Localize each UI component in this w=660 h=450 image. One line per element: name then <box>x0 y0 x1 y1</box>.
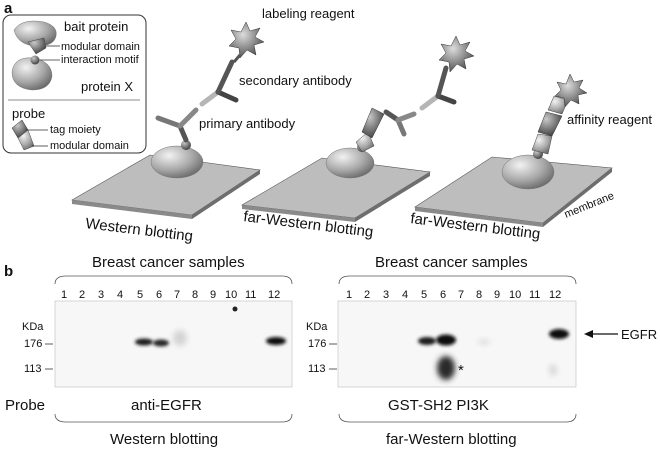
lane-label: 8 <box>192 289 198 301</box>
probe-domain-icon-2 <box>355 131 375 153</box>
legend-modular-domain: modular domain <box>61 41 140 53</box>
blot-right-marker-113: 113 <box>308 363 326 375</box>
lane-label: 10 <box>509 289 521 301</box>
legend-probe: probe <box>12 106 45 121</box>
lane-label: 5 <box>421 289 427 301</box>
interaction-motif-icon <box>30 55 40 65</box>
probe-tag-icon-2 <box>361 107 385 139</box>
method-western-label: Western blotting <box>85 215 194 245</box>
lane-label: 1 <box>61 289 67 301</box>
lane-label: 4 <box>117 289 123 301</box>
blot-right-method: far-Western blotting <box>386 431 517 448</box>
blot-left-image <box>54 300 293 388</box>
blot-left-probe-name: anti-EGFR <box>131 397 202 414</box>
blot-left: Breast cancer samples 1 2 3 4 5 6 7 8 9 … <box>5 254 293 448</box>
affinity-reagent-label: affinity reagent <box>567 112 652 127</box>
lane-label: 9 <box>494 289 500 301</box>
lane-label: 11 <box>529 289 540 301</box>
protein-x-blob-3 <box>501 154 555 190</box>
asterisk-marker: * <box>458 362 464 379</box>
lane-label: 10 <box>225 289 237 301</box>
blot-right: Breast cancer samples 1 2 3 4 5 6 7 8 9 … <box>306 254 657 448</box>
legend-tag-moiety: tag moiety <box>50 124 101 136</box>
band-lane-12 <box>266 337 286 345</box>
blot-left-bottom-brace <box>54 413 293 423</box>
lane-label: 3 <box>383 289 389 301</box>
affinity-star-icon <box>554 73 588 108</box>
labeling-reagent-icon-1 <box>228 21 265 59</box>
blot-right-probe-name: GST-SH2 PI3K <box>388 397 489 414</box>
lane-label: 7 <box>458 289 464 301</box>
lane-label: 5 <box>137 289 143 301</box>
band-lane-6 <box>436 334 456 346</box>
lane-label: 11 <box>245 289 256 301</box>
labeling-reagent-label: labeling reagent <box>262 6 355 21</box>
blot-right-bottom-brace <box>338 413 577 423</box>
band-lane-12 <box>549 329 569 339</box>
blot-right-marker-176: 176 <box>308 338 326 350</box>
egfr-label: EGFR <box>621 327 657 342</box>
secondary-antibody-icon-2 <box>419 65 457 111</box>
legend-bait-protein: bait protein <box>64 19 128 34</box>
protein-x-blob-2 <box>325 147 375 179</box>
secondary-antibody-label: secondary antibody <box>239 73 352 88</box>
legend-box: bait protein modular domain interaction … <box>2 14 147 154</box>
egfr-arrowhead-icon <box>584 330 593 338</box>
membrane-far-western-2 <box>414 156 613 227</box>
blot-right-lanes: 1 2 3 4 5 6 7 8 9 10 11 12 <box>346 289 561 301</box>
blot-left-title: Breast cancer samples <box>92 254 245 271</box>
blot-right-kda: KDa <box>306 321 328 333</box>
lane-label: 3 <box>98 289 104 301</box>
band-lane-6 <box>153 339 169 347</box>
blot-left-marker-176: 176 <box>24 338 42 350</box>
band-lane-6-smear <box>437 356 455 380</box>
band-lane-12-faint <box>549 364 557 376</box>
blot-left-method: Western blotting <box>110 431 218 448</box>
lane-label: 2 <box>79 289 85 301</box>
lane-label: 1 <box>346 289 352 301</box>
protein-x-blob-1 <box>150 145 204 179</box>
bait-protein-icon <box>13 20 57 47</box>
secondary-antibody-icon <box>199 59 239 107</box>
legend-interaction-motif: interaction motif <box>61 54 140 66</box>
lane-label: 4 <box>402 289 408 301</box>
panel-a-letter: a <box>4 0 13 17</box>
band-lane-5 <box>418 337 436 345</box>
modular-domain-icon <box>27 37 47 55</box>
probe-label: Probe <box>5 397 45 414</box>
lane-label: 2 <box>364 289 370 301</box>
legend-protein-x: protein X <box>81 79 133 94</box>
blot-right-image <box>337 300 577 388</box>
primary-antibody-icon <box>155 107 199 143</box>
probe-tag-icon-3 <box>537 111 563 137</box>
lane-label: 12 <box>268 289 280 301</box>
band-lane-8 <box>478 339 490 345</box>
lane-label: 8 <box>476 289 482 301</box>
probe-domain-icon-3 <box>531 133 553 155</box>
band-lane-7 <box>173 330 187 346</box>
blot-right-title: Breast cancer samples <box>375 254 528 271</box>
lane-label: 6 <box>440 289 446 301</box>
legend-probe-modular-domain: modular domain <box>50 140 129 152</box>
membrane-far-western-1 <box>241 157 431 222</box>
blot-left-spot <box>232 306 238 312</box>
lane-label: 6 <box>156 289 162 301</box>
lane-label: 7 <box>174 289 180 301</box>
membrane-western <box>71 154 261 219</box>
primary-antibody-icon-2 <box>383 109 417 137</box>
labeling-reagent-icon-2 <box>438 35 475 73</box>
blot-right-brace <box>338 275 577 285</box>
blot-left-marker-113: 113 <box>24 363 42 375</box>
lane-label: 9 <box>210 289 216 301</box>
blot-left-brace <box>54 275 293 285</box>
primary-antibody-label: primary antibody <box>199 116 296 131</box>
protein-x-icon <box>11 57 53 91</box>
band-lane-5 <box>135 338 153 346</box>
panel-b-letter: b <box>4 263 13 280</box>
blot-left-kda: KDa <box>22 321 44 333</box>
blot-left-lanes: 1 2 3 4 5 6 7 8 9 10 11 12 <box>61 289 280 301</box>
lane-label: 12 <box>549 289 561 301</box>
